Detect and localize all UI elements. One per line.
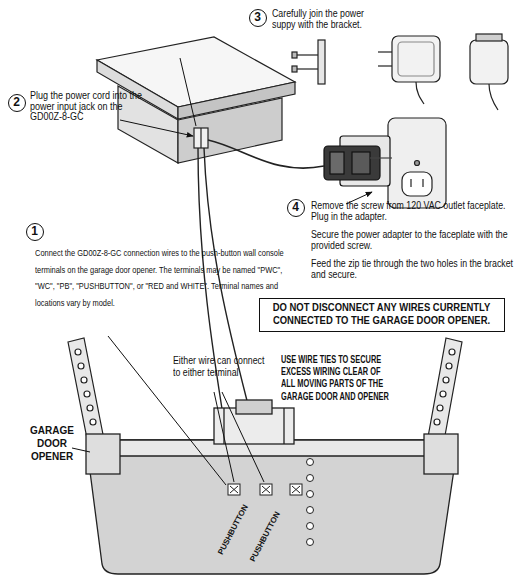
door-rail	[440, 391, 446, 397]
door-rail	[87, 405, 93, 411]
indicator-dots	[307, 475, 314, 482]
leader-line	[214, 392, 234, 482]
instruction-text: Connect the GD00Z-8-GC connection wires …	[35, 245, 290, 311]
power-supply-illustration	[470, 40, 508, 84]
callout-number: 4	[288, 200, 303, 215]
power-supply-illustration	[378, 65, 392, 66]
part-label: GARAGE DOOR OPENER	[21, 424, 83, 463]
door-rail	[449, 349, 455, 355]
callout-number: 2	[9, 95, 24, 110]
terminal-label: PUSHBUTTON	[248, 510, 282, 563]
instruction-text: Secure the power adapter to the faceplat…	[311, 229, 516, 251]
opener-body	[424, 434, 458, 474]
bracket-illustration	[292, 52, 297, 58]
bracket-illustration	[296, 54, 318, 55]
instruction-text: Remove the screw from 120 VAC outlet fac…	[311, 200, 511, 222]
door-rail	[81, 377, 87, 383]
wall-outlet	[410, 179, 411, 187]
power-supply-illustration	[392, 36, 440, 82]
bracket-illustration	[296, 68, 318, 69]
callout-number: 3	[250, 10, 265, 25]
door-rail	[90, 419, 96, 425]
indicator-dots	[307, 491, 314, 498]
callout-circle: 4	[287, 199, 305, 217]
door-rail	[68, 338, 462, 474]
terminal-block	[260, 484, 272, 495]
gd00z-device	[178, 82, 295, 119]
opener-body	[86, 434, 120, 474]
wall-outlet	[415, 161, 420, 166]
indicator-dots	[307, 459, 314, 466]
leader-line	[72, 448, 90, 452]
indicator-dots	[307, 459, 314, 546]
door-rail	[437, 405, 443, 411]
terminal-block	[262, 486, 270, 493]
power-supply-illustration	[398, 42, 434, 76]
gd00z-device	[194, 128, 208, 148]
bracket-illustration	[318, 40, 325, 84]
wall-outlet	[402, 172, 432, 196]
power-supply-illustration	[378, 34, 508, 110]
wall-outlet	[388, 118, 446, 208]
warning-text: DO NOT DISCONNECT ANY WIRES CURRENTLY CO…	[263, 301, 500, 327]
door-rail	[84, 391, 90, 397]
opener-body	[88, 440, 456, 574]
terminal-block	[292, 486, 300, 493]
terminal-block	[292, 486, 300, 493]
indicator-dots	[307, 507, 314, 514]
callout-circle: 2	[8, 94, 26, 112]
door-rail	[443, 377, 449, 383]
power-supply-illustration	[476, 34, 502, 41]
door-rail	[446, 363, 452, 369]
warning-note: USE WIRE TIES TO SECURE EXCESS WIRING CL…	[281, 354, 395, 403]
bracket-illustration	[292, 66, 297, 72]
door-rail	[422, 338, 462, 474]
instruction-text: Plug the power cord into the power input…	[30, 91, 148, 123]
terminal-block	[230, 486, 238, 493]
note-text: Either wire can connect to either termin…	[173, 355, 265, 378]
gd00z-device	[200, 128, 201, 148]
power-adapter	[330, 152, 344, 174]
door-rail	[78, 363, 84, 369]
instruction-text: Feed the zip tie through the two holes i…	[311, 258, 516, 280]
callout-circle: 3	[249, 9, 267, 27]
door-rail	[75, 349, 81, 355]
indicator-dots	[307, 523, 314, 530]
power-adapter	[324, 146, 380, 180]
leader-line	[120, 120, 193, 136]
terminal-block	[230, 486, 238, 493]
power-supply-illustration	[378, 51, 392, 52]
indicator-dots	[307, 539, 314, 546]
instruction-text: Carefully join the power suppy with the …	[272, 8, 380, 30]
wall-outlet	[388, 118, 446, 208]
warning-box: DO NOT DISCONNECT ANY WIRES CURRENTLY CO…	[259, 298, 505, 332]
opener-body	[86, 400, 458, 574]
opener-body	[236, 400, 272, 414]
wall-outlet	[422, 179, 423, 187]
terminal-block	[262, 486, 270, 493]
terminal-block	[228, 484, 240, 495]
door-rail	[434, 419, 440, 425]
power-adapter	[352, 152, 370, 174]
leader-line	[180, 58, 196, 126]
terminal-label: PUSHBUTTON	[216, 503, 250, 556]
opener-body	[283, 408, 284, 444]
power-supply-illustration	[416, 82, 424, 104]
callout-circle: 1	[26, 223, 44, 241]
power-adapter	[324, 136, 392, 186]
leader-line	[222, 392, 264, 482]
power-cord	[208, 140, 324, 168]
terminal-block	[290, 484, 302, 495]
bracket-illustration	[292, 40, 325, 84]
power-adapter	[370, 157, 392, 158]
power-supply-illustration	[489, 84, 498, 110]
terminal-block	[228, 484, 302, 495]
callout-number: 1	[27, 224, 42, 239]
